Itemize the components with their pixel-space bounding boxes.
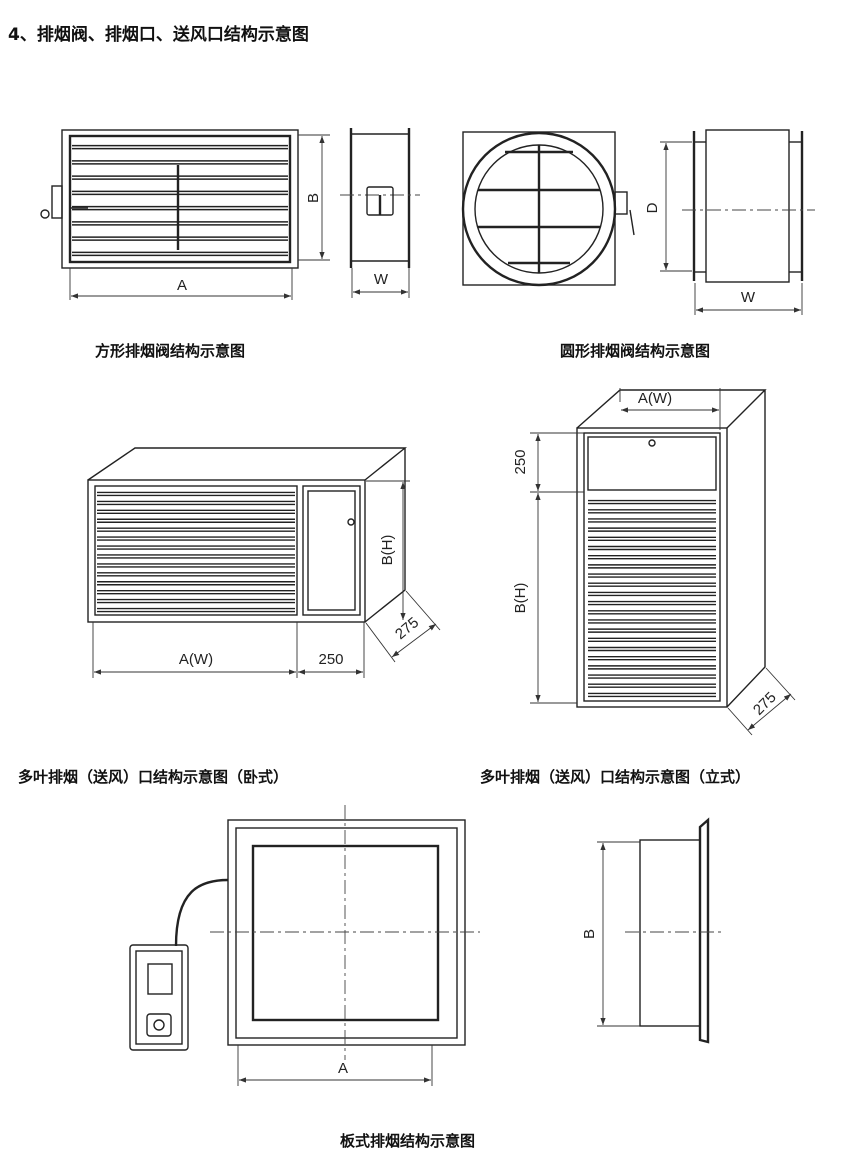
caption-plate-exhaust: 板式排烟结构示意图	[340, 1132, 475, 1150]
cable	[174, 878, 229, 947]
knob-icon	[347, 518, 355, 526]
page-title: 4、排烟阀、排烟口、送风口结构示意图	[8, 24, 309, 45]
vertical-outlet-view: A(W) 250 B(H) 275	[512, 388, 796, 736]
dim-label-bh: B(H)	[512, 583, 529, 614]
knob-icon	[648, 439, 656, 447]
dim-label-aw: A(W)	[638, 390, 672, 407]
dim-label-bh: B(H)	[379, 535, 396, 566]
round-valve-front-view	[461, 131, 635, 287]
dim-label-275: 275	[750, 689, 780, 719]
dim-label-b: B	[305, 193, 322, 203]
caption-vertical-outlet: 多叶排烟（送风）口结构示意图（立式）	[480, 768, 750, 786]
dim-label-250: 250	[512, 449, 529, 474]
dim-label-a: A	[338, 1060, 348, 1077]
dim-label-w: W	[374, 271, 389, 288]
round-valve-side-view: D W	[644, 129, 815, 315]
dim-label-b: B	[581, 929, 598, 939]
dim-label-d: D	[644, 202, 661, 213]
plate-exhaust-side-view: B	[581, 817, 725, 1044]
actuator-icon	[40, 185, 88, 219]
caption-round-valve: 圆形排烟阀结构示意图	[560, 342, 710, 360]
caption-square-valve: 方形排烟阀结构示意图	[95, 342, 245, 360]
horizontal-outlet-view: B(H) A(W) 250 275	[87, 447, 441, 678]
dim-label-275: 275	[392, 614, 422, 643]
square-valve-side-view: W	[340, 128, 420, 298]
caption-horizontal-outlet: 多叶排烟（送风）口结构示意图（卧式）	[18, 768, 288, 786]
actuator-icon	[614, 191, 635, 236]
square-valve-front-view: B A	[40, 129, 330, 300]
plate-exhaust-front-view: A	[129, 805, 480, 1086]
dim-label-w: W	[741, 289, 756, 306]
controller-box-icon	[129, 944, 189, 1051]
dim-label-aw: A(W)	[179, 651, 213, 668]
dim-label-a: A	[177, 277, 187, 294]
dim-label-250: 250	[318, 651, 343, 668]
